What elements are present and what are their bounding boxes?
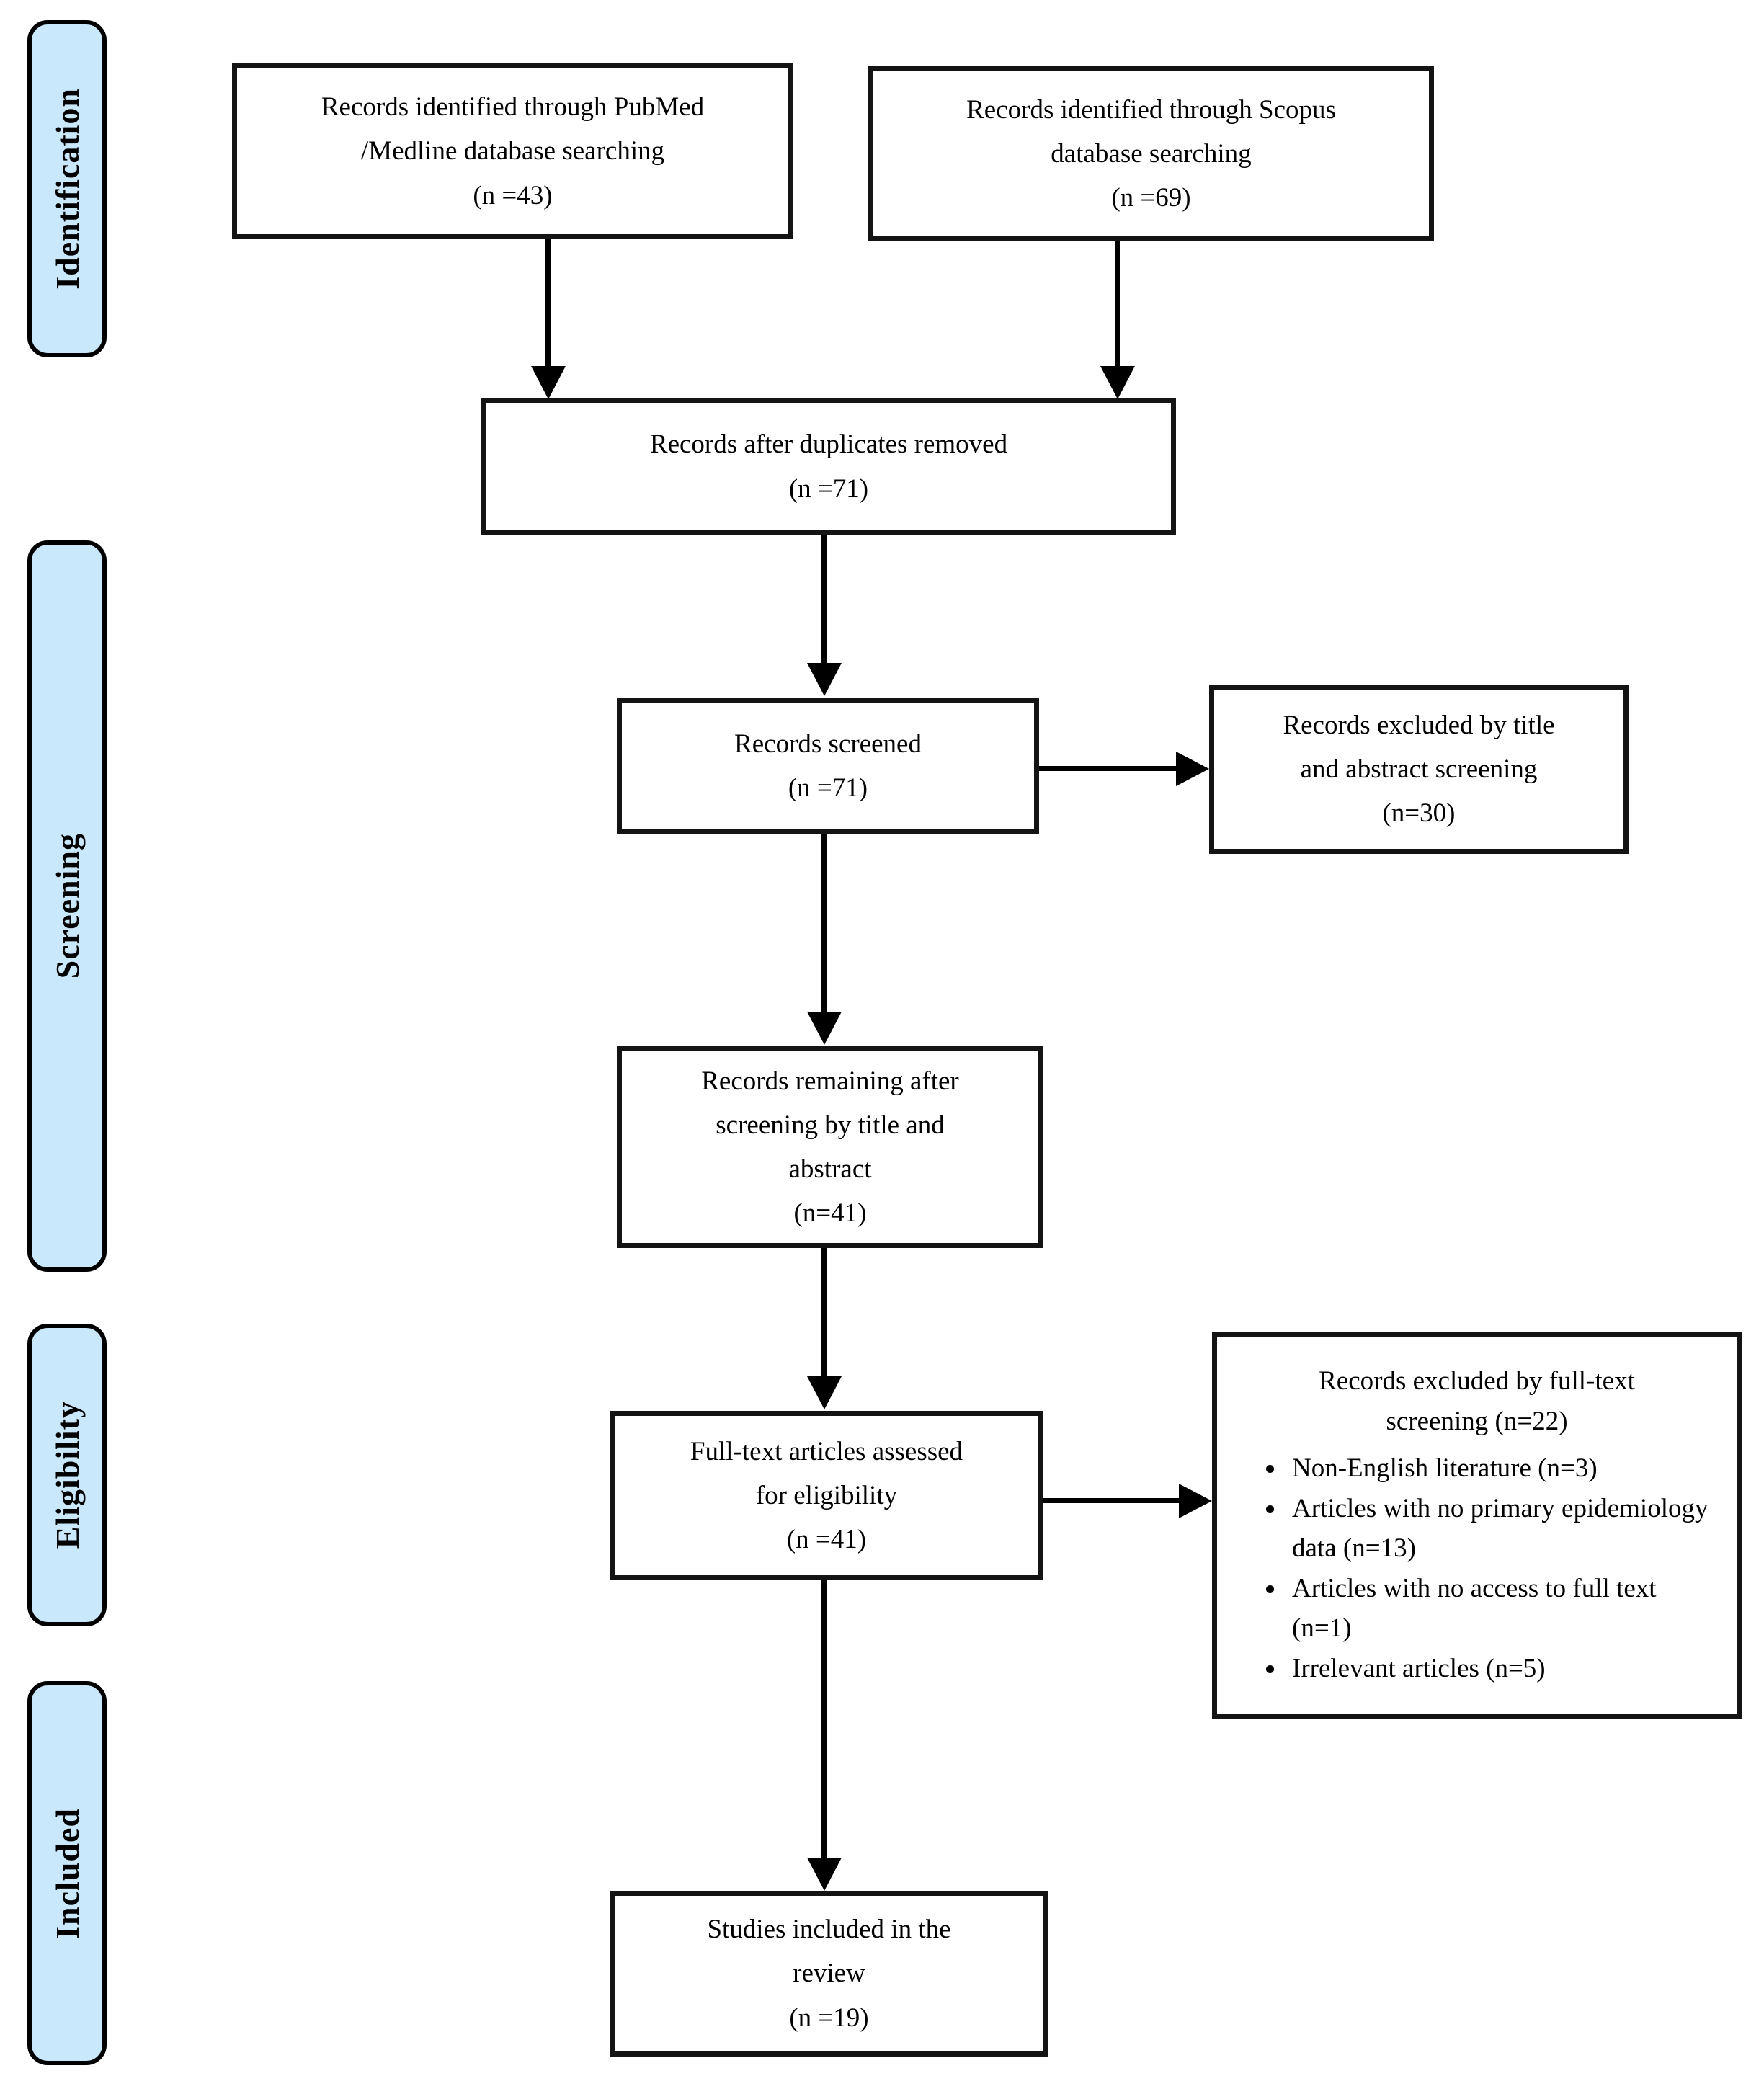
- arrow-remaining-to-fulltext-line: [821, 1248, 827, 1379]
- excluded-fulltext-bullet-list: Non-English literature (n=3) Articles wi…: [1230, 1448, 1724, 1688]
- stage-bar-identification: Identification: [27, 20, 107, 357]
- stage-label-screening: Screening: [48, 833, 86, 979]
- arrow-duplicates-to-screened-head: [807, 663, 842, 696]
- stage-bar-screening: Screening: [27, 540, 107, 1272]
- box-studies-included: Studies included in the review (n =19): [610, 1891, 1048, 2057]
- arrow-screened-to-excluded-head: [1176, 752, 1209, 786]
- arrow-screened-to-remaining-line: [821, 834, 827, 1015]
- arrow-scopus-to-duplicates-line: [1115, 241, 1120, 370]
- arrow-remaining-to-fulltext-head: [807, 1376, 842, 1409]
- box-duplicates-removed-text: Records after duplicates removed (n =71): [649, 429, 1008, 504]
- box-records-identified-pubmed: Records identified through PubMed /Medli…: [232, 63, 793, 239]
- box-records-screened: Records screened (n =71): [617, 698, 1039, 834]
- excluded-fulltext-bullet-4: Irrelevant articles (n=5): [1286, 1649, 1717, 1689]
- arrow-pubmed-to-duplicates-line: [545, 239, 551, 370]
- excluded-fulltext-bullet-1: Non-English literature (n=3): [1286, 1448, 1717, 1489]
- stage-label-identification: Identification: [48, 88, 86, 290]
- box-remaining-after-screening: Records remaining after screening by tit…: [617, 1046, 1043, 1248]
- excluded-fulltext-bullet-2: Articles with no primary epidemiology da…: [1286, 1489, 1717, 1569]
- arrow-screened-to-remaining-head: [807, 1012, 842, 1045]
- box-records-identified-scopus-text: Records identified through Scopus databa…: [966, 94, 1336, 213]
- arrow-pubmed-to-duplicates-head: [531, 366, 566, 399]
- box-excluded-title-abstract: Records excluded by title and abstract s…: [1209, 685, 1629, 854]
- box-duplicates-removed: Records after duplicates removed (n =71): [481, 398, 1176, 535]
- arrow-screened-to-excluded-line: [1039, 766, 1179, 771]
- box-excluded-fulltext: Records excluded by full-text screening …: [1212, 1332, 1742, 1719]
- box-excluded-title-abstract-text: Records excluded by title and abstract s…: [1283, 710, 1555, 829]
- stage-label-eligibility: Eligibility: [48, 1401, 86, 1549]
- arrow-fulltext-to-included-line: [821, 1580, 827, 1860]
- arrow-scopus-to-duplicates-head: [1100, 366, 1135, 399]
- excluded-fulltext-bullet-3: Articles with no access to full text (n=…: [1286, 1569, 1717, 1649]
- box-records-screened-text: Records screened (n =71): [734, 728, 922, 803]
- arrow-fulltext-to-excluded-head: [1179, 1484, 1212, 1518]
- arrow-fulltext-to-included-head: [807, 1858, 842, 1891]
- box-excluded-fulltext-heading: Records excluded by full-text screening …: [1319, 1366, 1635, 1436]
- box-remaining-after-screening-text: Records remaining after screening by tit…: [701, 1066, 959, 1229]
- arrow-fulltext-to-excluded-line: [1043, 1498, 1182, 1503]
- stage-bar-included: Included: [27, 1681, 107, 2065]
- box-studies-included-text: Studies included in the review (n =19): [707, 1915, 951, 2033]
- arrow-duplicates-to-screened-line: [821, 535, 827, 665]
- stage-label-included: Included: [48, 1807, 86, 1939]
- stage-bar-eligibility: Eligibility: [27, 1324, 107, 1626]
- box-fulltext-assessed-text: Full-text articles assessed for eligibil…: [690, 1436, 963, 1555]
- box-records-identified-scopus: Records identified through Scopus databa…: [868, 66, 1434, 241]
- box-records-identified-pubmed-text: Records identified through PubMed /Medli…: [321, 92, 705, 210]
- box-fulltext-assessed: Full-text articles assessed for eligibil…: [610, 1411, 1043, 1580]
